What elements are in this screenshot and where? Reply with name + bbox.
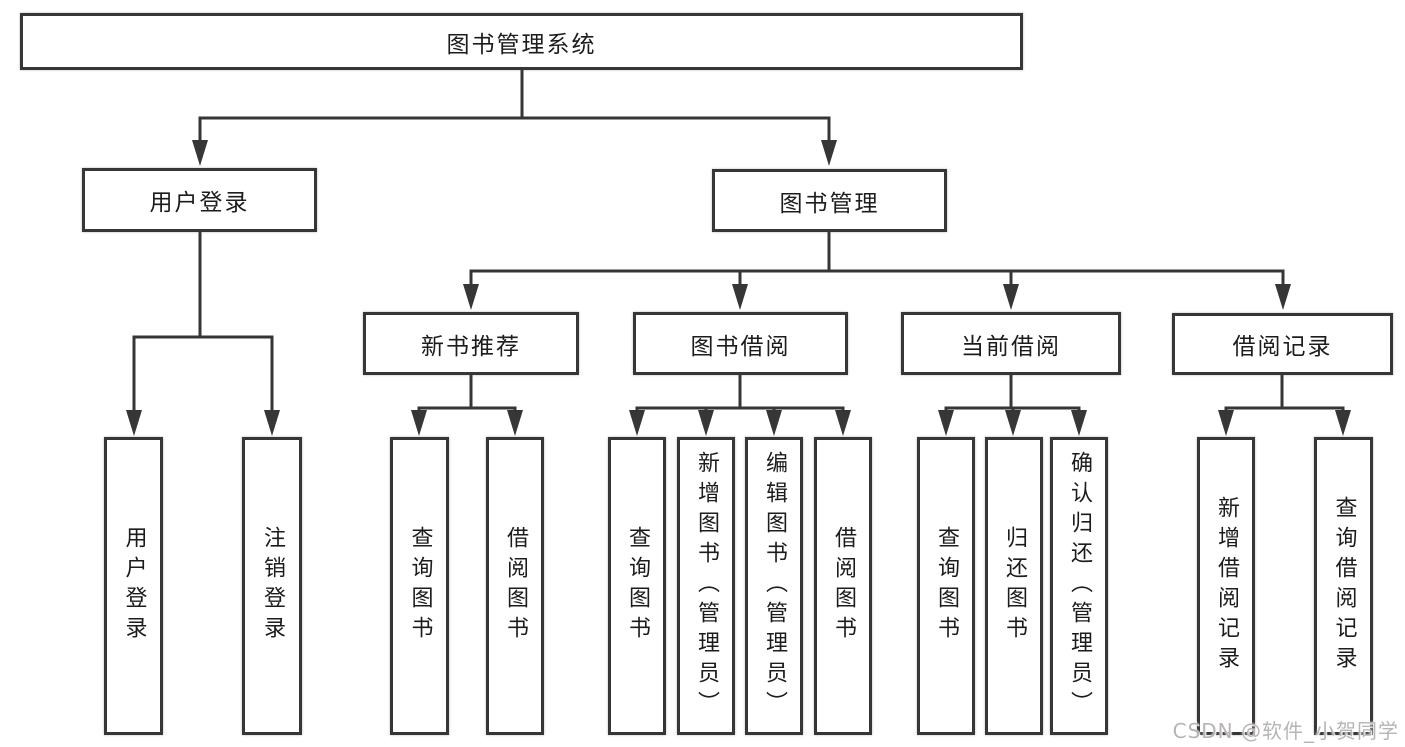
edge-new-books-split: [417, 375, 517, 414]
edge-book-borrow-split: [635, 375, 845, 414]
edge-borrow-records-split: [1224, 375, 1345, 414]
node-book-mgmt-label: 图书管理: [779, 190, 880, 217]
edge-current-borrow-split: [944, 375, 1081, 414]
leaf-newbooks-query: 查询图书: [390, 437, 449, 735]
leaf-newbooks-borrow: 借阅图书: [486, 437, 544, 735]
leaf-borrow-borrow-label: 借阅图书: [831, 526, 856, 646]
edge-root-split: [198, 70, 831, 147]
arrowheads: [126, 140, 1351, 436]
leaf-current-return-label: 归还图书: [1002, 526, 1027, 646]
leaf-newbooks-borrow-label: 借阅图书: [503, 526, 528, 646]
node-root: 图书管理系统: [20, 13, 1023, 70]
leaf-borrow-add-admin-label: 新增图书（管理员）: [694, 451, 719, 721]
edge-book-mgmt-split: [469, 232, 1285, 291]
node-borrow-records: 借阅记录: [1172, 313, 1393, 375]
node-book-borrow-label: 图书借阅: [690, 333, 791, 360]
leaf-user-login: 用户登录: [104, 437, 163, 735]
node-user-login: 用户登录: [82, 168, 317, 232]
leaf-current-query-label: 查询图书: [934, 526, 959, 646]
node-new-books-label: 新书推荐: [421, 333, 521, 360]
leaf-borrow-add-admin: 新增图书（管理员）: [677, 437, 735, 735]
leaf-current-confirm-admin: 确认归还（管理员）: [1050, 437, 1108, 735]
leaf-logout-label: 注销登录: [260, 526, 285, 646]
node-user-login-label: 用户登录: [149, 190, 250, 216]
node-borrow-records-label: 借阅记录: [1232, 334, 1333, 360]
leaf-current-confirm-admin-label: 确认归还（管理员）: [1067, 451, 1092, 721]
leaf-records-add: 新增借阅记录: [1197, 437, 1255, 735]
node-book-mgmt: 图书管理: [712, 169, 947, 232]
leaf-borrow-borrow: 借阅图书: [814, 437, 872, 735]
leaf-borrow-edit-admin-label: 编辑图书（管理员）: [762, 451, 787, 721]
leaf-logout: 注销登录: [242, 437, 302, 735]
leaf-current-return: 归还图书: [985, 437, 1043, 735]
leaf-records-add-label: 新增借阅记录: [1214, 496, 1239, 676]
leaf-user-login-label: 用户登录: [121, 526, 147, 646]
leaf-newbooks-query-label: 查询图书: [407, 526, 433, 646]
edge-user-login-split: [132, 232, 274, 416]
leaf-borrow-query: 查询图书: [608, 437, 666, 735]
csdn-watermark: CSDN @软件_小贺同学: [1172, 719, 1399, 743]
node-current-borrow: 当前借阅: [901, 312, 1121, 375]
leaf-current-query: 查询图书: [917, 437, 975, 735]
leaf-records-query: 查询借阅记录: [1314, 437, 1373, 735]
leaf-borrow-query-label: 查询图书: [625, 526, 650, 646]
leaf-borrow-edit-admin: 编辑图书（管理员）: [745, 437, 803, 735]
leaf-records-query-label: 查询借阅记录: [1331, 496, 1357, 676]
node-current-borrow-label: 当前借阅: [961, 333, 1061, 360]
node-book-borrow: 图书借阅: [633, 312, 848, 375]
node-root-label: 图书管理系统: [446, 31, 597, 58]
node-new-books: 新书推荐: [363, 312, 579, 375]
